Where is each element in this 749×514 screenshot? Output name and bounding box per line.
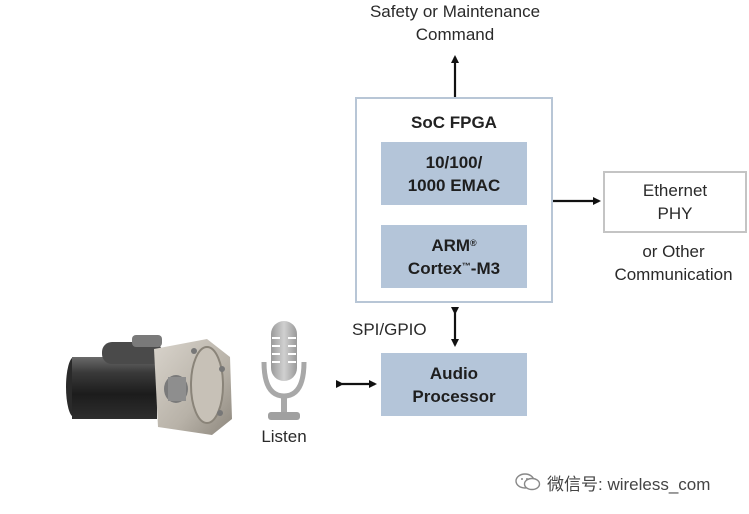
wechat-icon xyxy=(515,473,541,491)
spi-gpio-label: SPI/GPIO xyxy=(352,320,427,339)
audio-processor-block: Audio Processor xyxy=(381,353,527,416)
watermark-text: 微信号: wireless_com xyxy=(547,474,711,494)
watermark: 微信号: wireless_com xyxy=(515,471,745,494)
other-communication-label: or Other Communication xyxy=(614,242,733,284)
ethernet-phy-box: Ethernet PHY xyxy=(603,171,747,233)
soc-fpga-title: SoC FPGA xyxy=(411,113,497,132)
safety-command-label: Safety or Maintenance Command xyxy=(369,2,541,44)
microphone-icon xyxy=(261,321,307,420)
arm-cortex-block: ARM® Cortex™-M3 xyxy=(381,225,527,288)
starter-motor-image xyxy=(66,335,232,435)
listen-label: Listen xyxy=(261,427,307,446)
emac-block: 10/100/ 1000 EMAC xyxy=(381,142,527,205)
